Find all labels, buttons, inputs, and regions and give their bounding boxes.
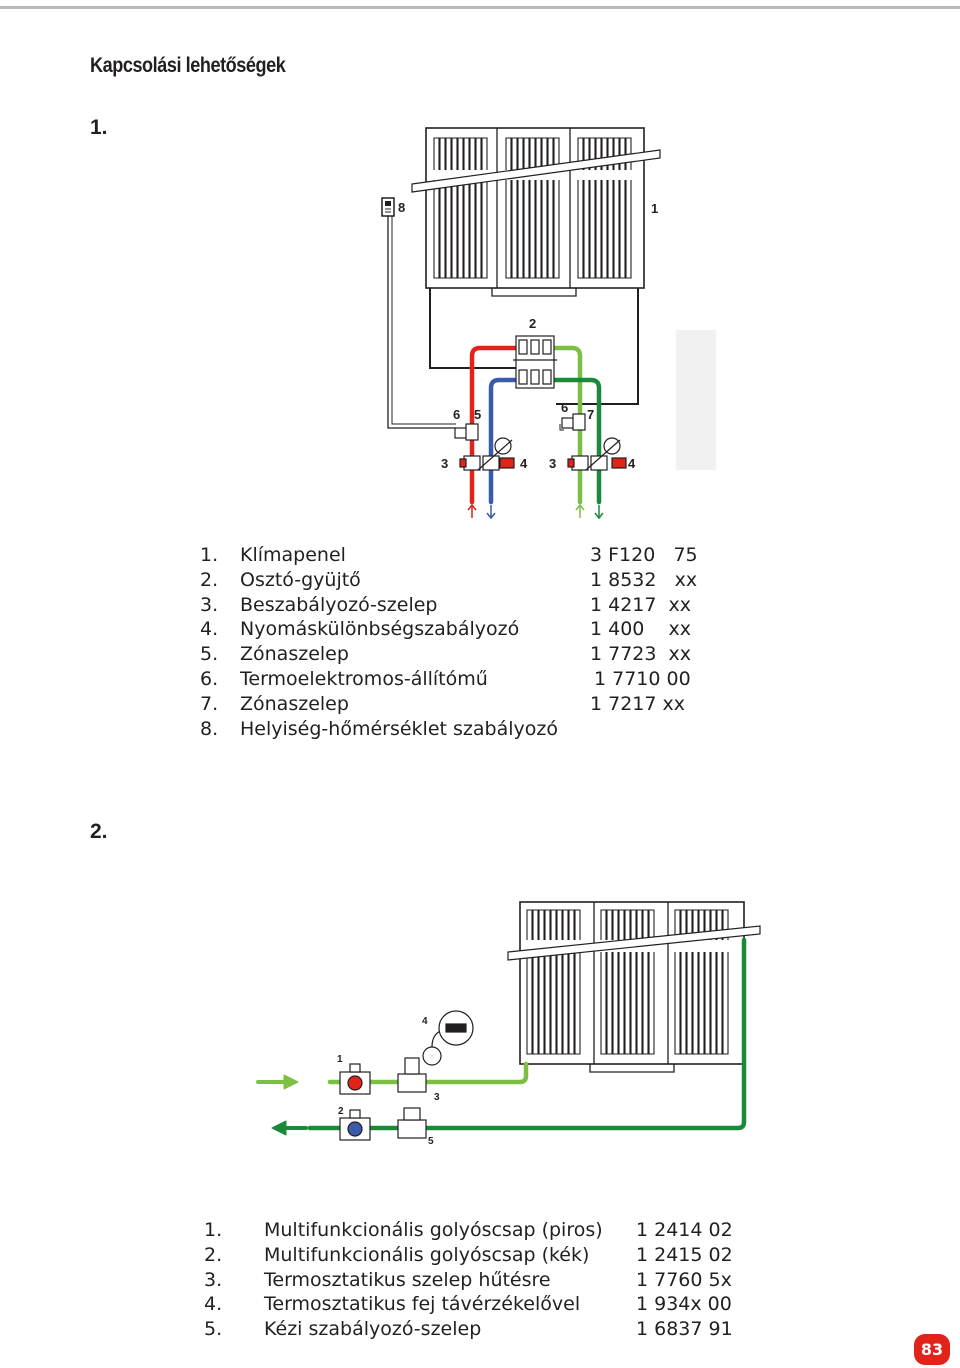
page-number-badge: 83 [914,1334,950,1365]
label-4b: 4 [628,456,636,471]
thermostatic-head [438,1010,474,1046]
climate-panel-2 [507,901,761,1073]
label-2-5: 5 [428,1136,434,1147]
label-3a: 3 [441,456,448,471]
section-1-number: 1. [90,116,108,139]
label-2-1: 1 [337,1054,343,1065]
valve-group-left [459,437,515,471]
ball-valve-red [339,1063,371,1095]
pipes-1 [469,345,602,505]
label-8: 8 [398,200,405,215]
label-4a: 4 [520,456,528,471]
label-6a: 6 [453,407,460,422]
label-1: 1 [651,201,658,216]
panel-return-loops [429,288,639,405]
label-2-2: 2 [338,1106,344,1117]
top-rule [0,6,960,9]
diagram-1: 1 2 8 6 5 6 7 [381,127,716,520]
thermostatic-valve [397,1029,446,1093]
pipes-2 [256,937,747,1136]
label-7: 7 [587,407,594,422]
manual-regulating-valve [397,1107,427,1139]
label-5: 5 [474,407,481,422]
actuator-left [454,423,479,441]
ball-valve-blue [339,1109,371,1141]
climate-panel-1 [411,127,661,297]
actuator-right [561,413,586,431]
section-2-number: 2. [90,820,108,843]
label-2: 2 [529,316,536,331]
control-wire-2 [391,216,456,425]
room-thermostat [381,197,395,217]
label-3b: 3 [549,456,556,471]
label-2-4: 4 [422,1016,428,1027]
label-6b: 6 [561,400,568,415]
label-2-3: 3 [434,1092,440,1103]
control-wire [387,216,456,429]
manifold [513,335,557,389]
background-shade [676,330,716,470]
page-title: Kapcsolási lehetőségek [90,54,286,77]
flow-arrows-1 [467,503,604,520]
valve-group-right [567,437,627,471]
